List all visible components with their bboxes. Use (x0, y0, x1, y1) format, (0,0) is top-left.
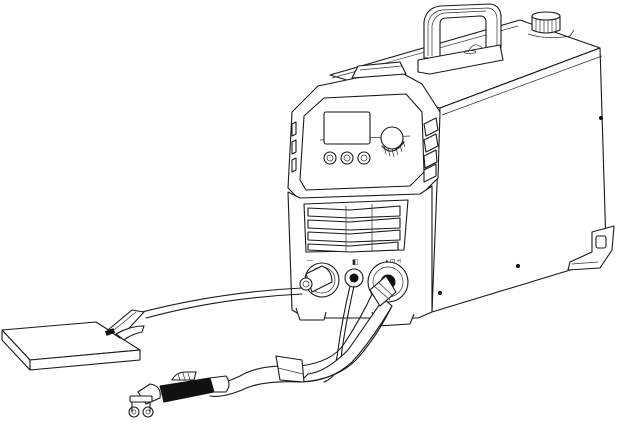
earth-clamp (104, 309, 145, 341)
side-ribs (291, 117, 439, 183)
cables (141, 275, 397, 397)
control-connector[interactable] (344, 268, 364, 288)
wire-spool-knob (527, 11, 575, 38)
lcd-display (323, 111, 371, 145)
carry-handle (417, 3, 504, 75)
lower-front-panel: — ◧ ▲⊡ ⩤ (287, 185, 433, 327)
control-panel (287, 61, 441, 201)
negative-output-socket[interactable] (299, 262, 340, 298)
welding-torch (128, 371, 230, 418)
button-3[interactable] (357, 151, 371, 165)
button-2[interactable] (340, 151, 354, 165)
adjustment-knob[interactable] (380, 126, 406, 158)
front-vent-grille (303, 199, 409, 253)
right-socket-symbol: ▲⊡ ⩤ (384, 258, 402, 265)
button-1[interactable] (323, 151, 337, 165)
left-socket-symbol: — (307, 258, 313, 264)
center-symbol: ◧ (352, 259, 359, 266)
cable-wrap (275, 355, 305, 383)
